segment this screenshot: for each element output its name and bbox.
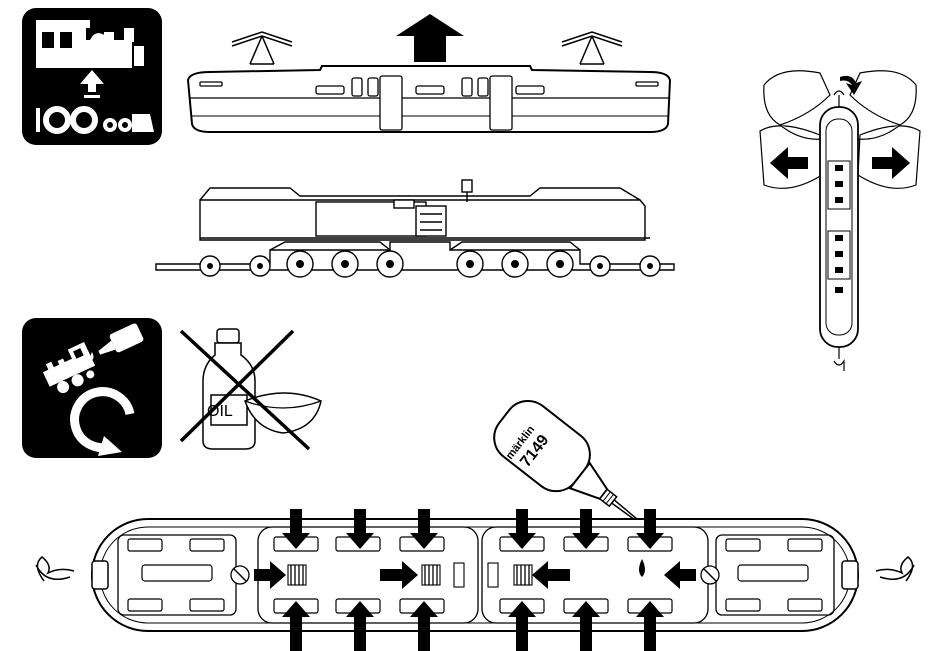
step2-icon-box xyxy=(22,318,162,458)
locomotive-body-removal-icon xyxy=(22,8,162,145)
locomotive-chassis-diagram xyxy=(150,180,680,280)
chassis-oiling-points-diagram xyxy=(30,505,920,651)
step1-icon-box xyxy=(22,8,162,145)
lift-arrow-icon xyxy=(396,14,464,62)
no-oil-symbol: OIL xyxy=(175,325,335,455)
locomotive-housing-diagram xyxy=(180,12,680,137)
hands-opening-chassis-diagram xyxy=(760,55,920,375)
locomotive-oil-maintenance-icon xyxy=(22,318,162,458)
